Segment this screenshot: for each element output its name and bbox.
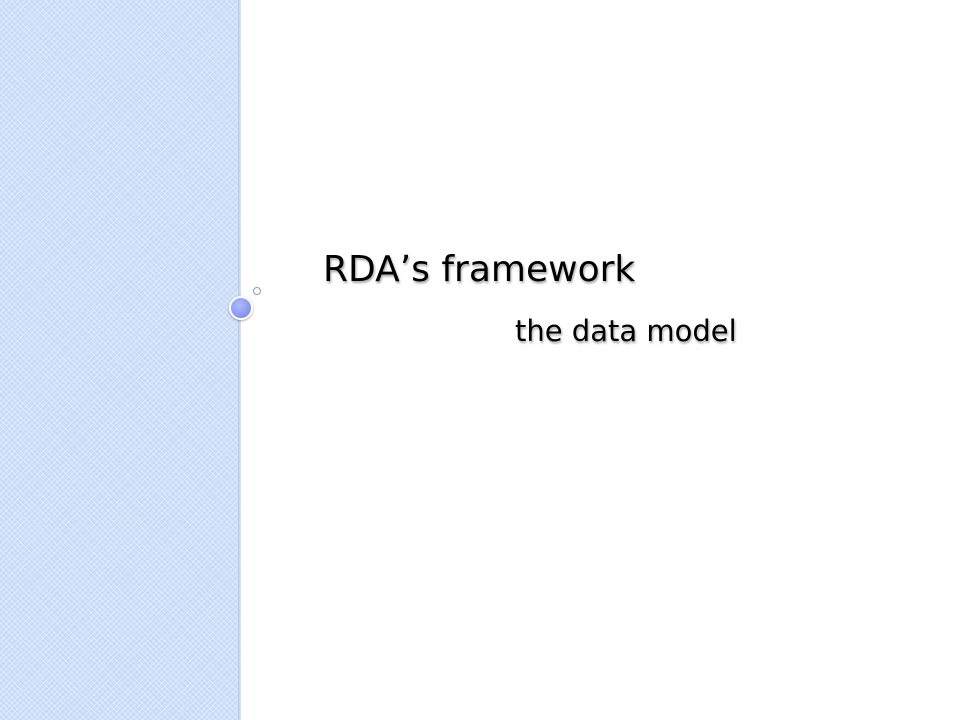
slide-subtitle: the data model — [515, 314, 737, 348]
small-circle-decoration — [253, 287, 261, 295]
side-panel — [0, 0, 239, 720]
side-panel-edge — [238, 0, 241, 720]
large-circle-decoration — [229, 296, 253, 320]
slide-title: RDA’s framework — [323, 249, 636, 290]
